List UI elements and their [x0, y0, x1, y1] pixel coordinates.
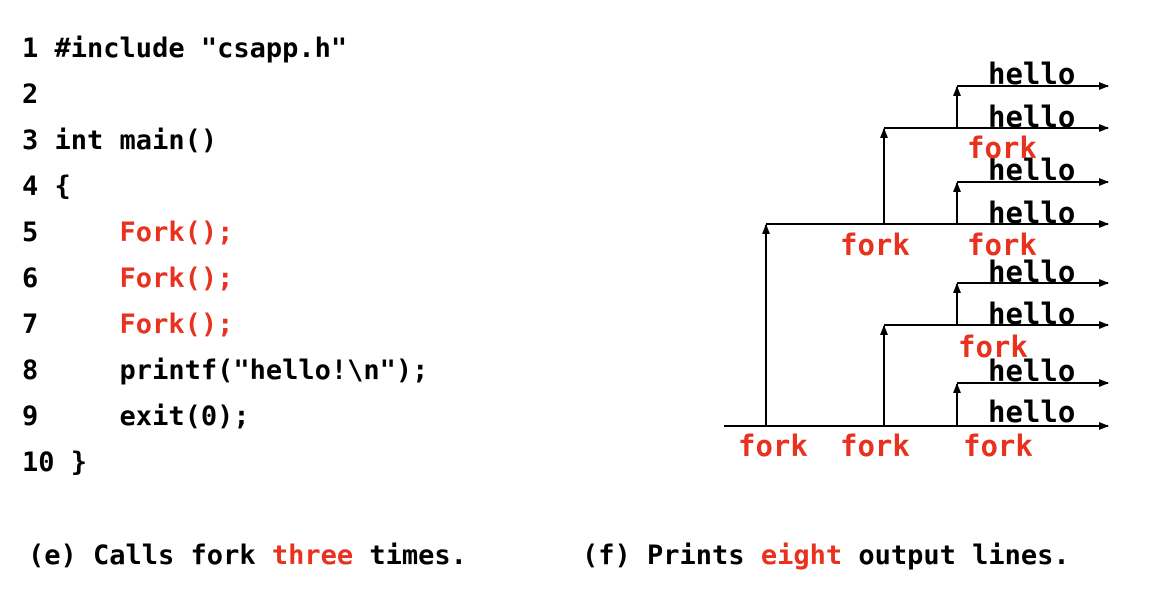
code-line-8: 8 printf("hello!\n"); — [22, 355, 429, 386]
code-line-3: 3 int main() — [22, 125, 218, 156]
caption-right: (f) Prints eight output lines. — [582, 540, 1070, 571]
hello-label: hello — [988, 196, 1075, 230]
code-line-5: 5 Fork(); — [22, 217, 234, 248]
hello-label: hello — [988, 100, 1075, 134]
code-line-2: 2 — [22, 79, 39, 110]
hello-label: hello — [988, 297, 1075, 331]
hello-label: hello — [988, 354, 1075, 388]
hello-label: hello — [988, 255, 1075, 289]
code-line-9: 9 exit(0); — [22, 401, 250, 432]
code-line-10: 10 } — [22, 447, 88, 478]
code-line-4: 4 { — [22, 171, 71, 202]
hello-label: hello — [988, 153, 1075, 187]
hello-label: hello — [988, 395, 1075, 429]
fork-label: fork — [967, 228, 1037, 262]
code-line-1: 1 #include "csapp.h" — [22, 33, 348, 64]
fork-label: fork — [738, 429, 808, 463]
hello-label: hello — [988, 57, 1075, 91]
fork-label: fork — [963, 429, 1033, 463]
code-line-6: 6 Fork(); — [22, 263, 234, 294]
code-line-7: 7 Fork(); — [22, 309, 234, 340]
fork-label: fork — [958, 330, 1028, 364]
fork-label: fork — [840, 228, 910, 262]
fork-label: fork — [967, 131, 1037, 165]
caption-left: (e) Calls fork three times. — [28, 540, 467, 571]
fork-label: fork — [840, 429, 910, 463]
